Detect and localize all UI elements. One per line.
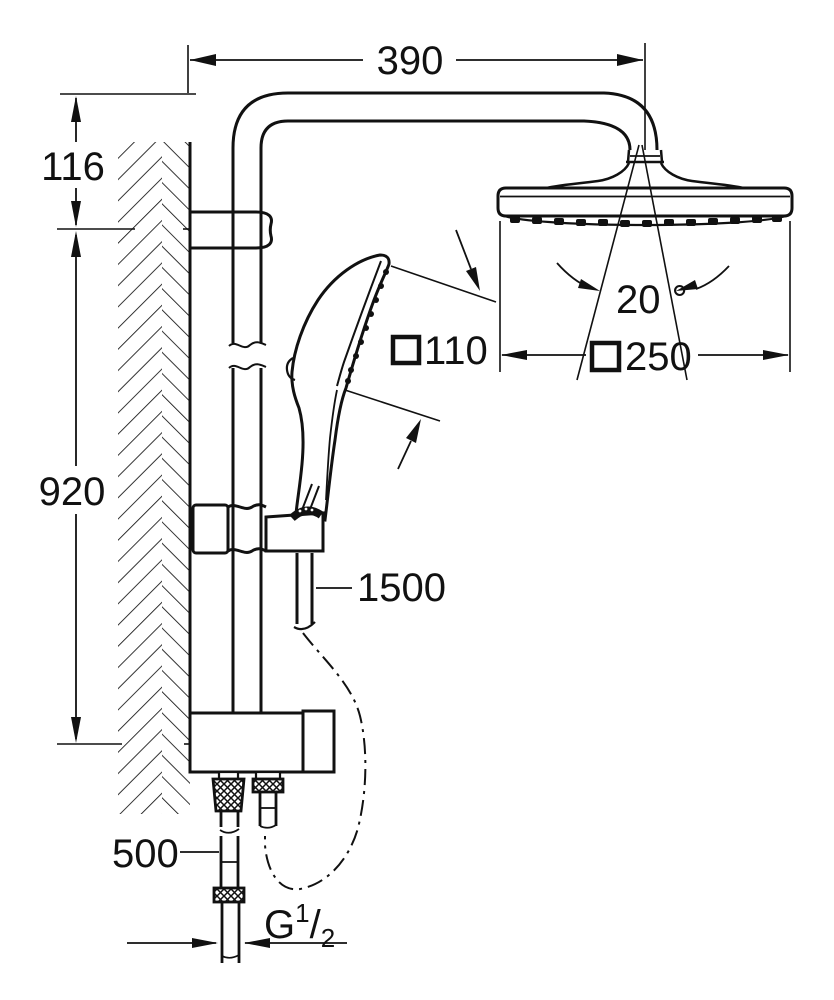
hand-shower-button <box>285 357 296 382</box>
dim-hand-shower-face: 110 <box>344 229 497 470</box>
top-bracket-rail <box>231 212 263 248</box>
hand-shower-nozzles <box>345 269 389 384</box>
label-thread: G1/2 <box>127 898 347 953</box>
dim-20deg-label: 20 ° <box>616 278 688 322</box>
hose-loop <box>264 632 367 891</box>
dim-arm-projection: 390 <box>187 39 646 150</box>
diverter-valve <box>188 709 336 774</box>
knurled-nut-upper <box>211 777 246 813</box>
dim-spray-angle: 20 ° <box>556 262 730 322</box>
dim-920-label: 920 <box>39 470 106 514</box>
hand-shower-inlet <box>289 506 324 522</box>
wall-hatch <box>118 142 192 814</box>
valve-knob <box>301 709 336 774</box>
label-hose-length: 1500 <box>316 566 446 610</box>
dim-390-label: 390 <box>377 39 444 83</box>
shower-rail <box>228 91 659 713</box>
dim-thread-label: G1/2 <box>264 898 335 953</box>
slider-holder <box>191 503 325 555</box>
hose-connection <box>251 770 285 829</box>
head-dome <box>541 162 749 191</box>
hand-shower-body <box>290 253 391 522</box>
dim-bar-height: 920 <box>39 231 106 743</box>
dim-116-label: 116 <box>41 145 105 189</box>
head-shower <box>496 144 794 381</box>
spray-angle-lines <box>576 144 688 381</box>
dim-250-label: 250 <box>625 335 692 379</box>
shower-hose <box>264 553 367 891</box>
head-body <box>496 186 794 218</box>
knurled-nut-hose <box>251 777 285 794</box>
hand-shower-face-line <box>336 260 382 387</box>
dim-head-shower-face: 250 <box>499 221 791 379</box>
square-symbol-icon <box>390 334 422 366</box>
top-bracket <box>188 210 273 250</box>
dim-top-offset: 116 <box>41 96 105 227</box>
hand-shower <box>285 253 391 522</box>
square-symbol-icon <box>589 340 622 373</box>
knurled-nut-lower <box>212 886 246 904</box>
dim-500-label: 500 <box>112 832 179 876</box>
supply-connection <box>211 770 246 963</box>
dim-110-label: 110 <box>424 329 488 373</box>
label-supply-pipe: 500 <box>112 832 219 876</box>
dim-1500-label: 1500 <box>357 566 446 610</box>
hand-shower-handle-line <box>325 389 338 501</box>
head-nozzles <box>510 215 782 227</box>
